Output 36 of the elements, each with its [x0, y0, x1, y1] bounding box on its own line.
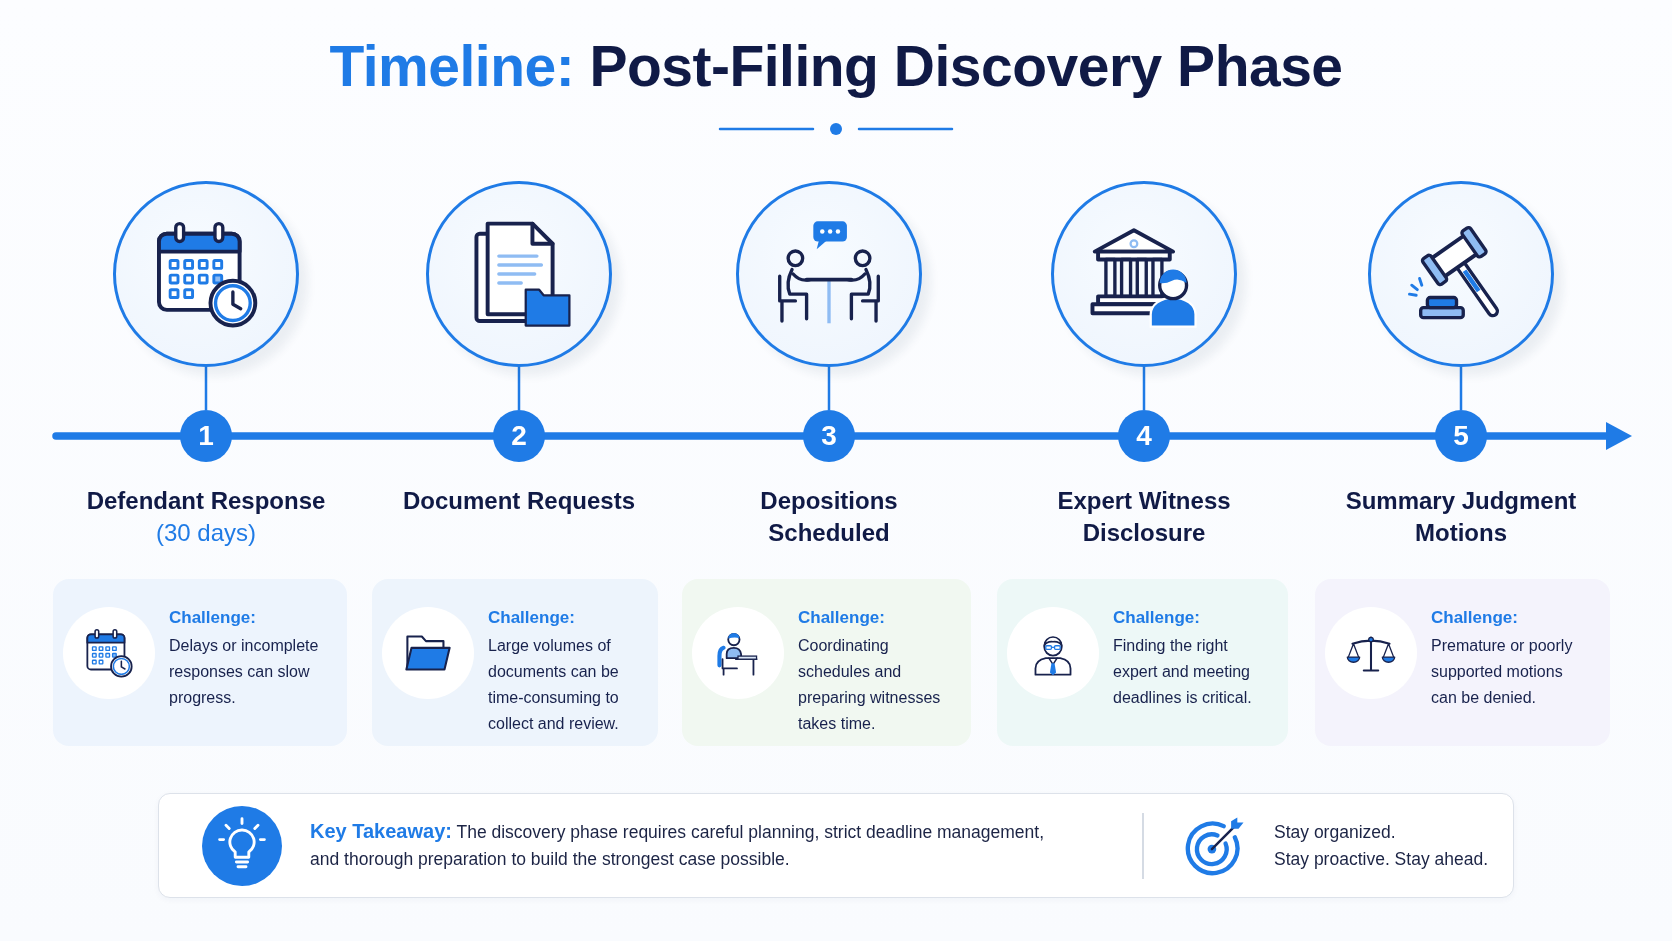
challenge-card: [682, 579, 971, 746]
step-title: Expert Witness Disclosure: [1056, 486, 1232, 548]
challenge-card: [1315, 579, 1610, 746]
step-title: Summary Judgment Motions: [1344, 486, 1578, 548]
challenge-heading: Challenge:: [798, 607, 885, 629]
connector-line: [1459, 367, 1463, 410]
challenge-text: Premature or poorly supported motions can be denied.: [1431, 636, 1574, 708]
step-title: Document Requests: [403, 486, 635, 516]
step-title: Defendant Response: [86, 486, 326, 516]
step-number-marker: 4: [1118, 410, 1170, 462]
takeaway-panel: [158, 793, 1514, 898]
connector-line: [204, 367, 208, 410]
challenge-text: Finding the right expert and meeting deadlines is critical.: [1113, 636, 1253, 708]
challenge-card: [372, 579, 658, 746]
step-number-marker: 5: [1435, 410, 1487, 462]
challenge-text: Large volumes of documents can be time-consuming to collect and review.: [488, 636, 620, 734]
connector-line: [517, 367, 521, 410]
connector-line: [827, 367, 831, 410]
challenge-heading: Challenge:: [1113, 607, 1200, 629]
slogan-text: Stay organized.: [1274, 820, 1397, 844]
step-duration: (30 days): [156, 518, 256, 548]
step-number-marker: 2: [493, 410, 545, 462]
challenge-text: Coordinating schedules and preparing witnesses takes time.: [798, 636, 942, 734]
challenge-heading: Challenge:: [169, 607, 256, 629]
step-title: Depositions Scheduled: [759, 486, 899, 548]
challenge-heading: Challenge:: [1431, 607, 1518, 629]
challenge-text: Delays or incomplete responses can slow progress.: [169, 636, 320, 708]
challenge-card: [997, 579, 1288, 746]
connector-line: [1142, 367, 1146, 410]
takeaway-text: Key Takeaway: The discovery phase requires careful planning, strict deadline management, and thorough preparation to build the strongest case possible.: [310, 819, 1046, 871]
step-number-marker: 3: [803, 410, 855, 462]
diagram-title: Timeline: Post-Filing Discovery Phase: [329, 33, 1343, 99]
challenge-card: [53, 579, 347, 746]
challenge-heading: Challenge:: [488, 607, 575, 629]
slogan-text: Stay proactive. Stay ahead.: [1274, 847, 1489, 871]
step-number-marker: 1: [180, 410, 232, 462]
